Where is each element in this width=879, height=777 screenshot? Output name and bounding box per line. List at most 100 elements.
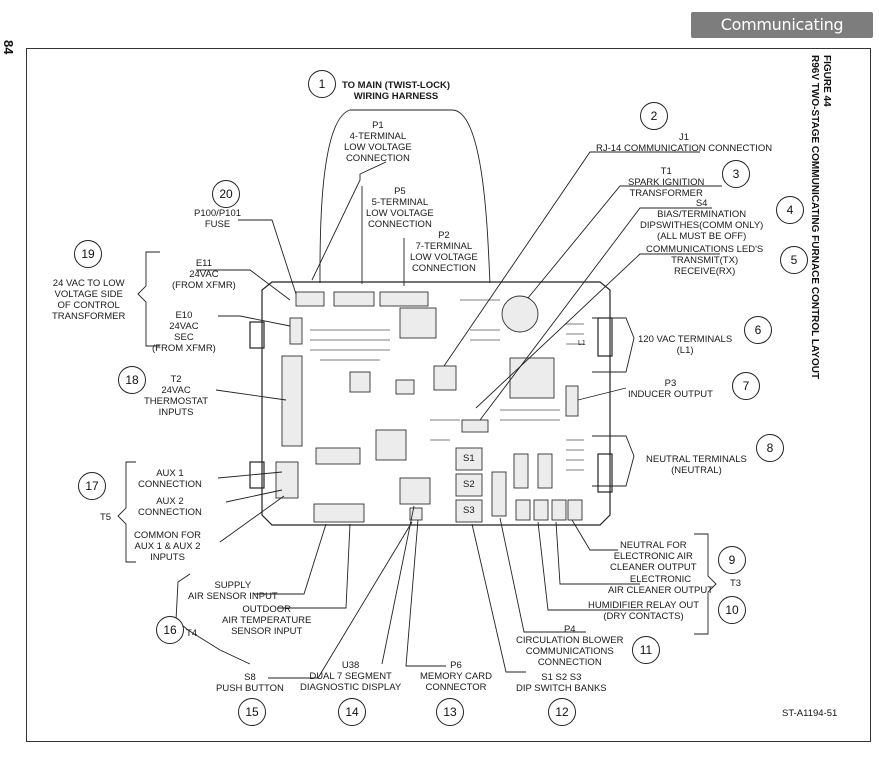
callout-number-9: 9 xyxy=(718,546,746,574)
leader-19b xyxy=(196,269,291,301)
callout-number-4: 4 xyxy=(776,196,804,224)
group-label-t4: T4 xyxy=(186,628,198,639)
leader-10b xyxy=(537,521,650,611)
callout-number-13: 13 xyxy=(436,698,464,726)
leader-13 xyxy=(405,519,446,667)
brace-t3 xyxy=(694,533,717,635)
leader-20 xyxy=(238,219,297,295)
relay xyxy=(509,357,555,399)
sensor-connector xyxy=(313,503,365,523)
leader-t1 xyxy=(527,185,722,299)
callout-number-5: 5 xyxy=(780,246,808,274)
board-label-s2: S2 xyxy=(463,479,475,490)
board-label-s3: S3 xyxy=(463,505,475,516)
t1-spark-transformer xyxy=(501,295,539,333)
section-banner: Communicating Furnace xyxy=(691,12,873,60)
callout-number-12: 12 xyxy=(548,698,576,726)
relay xyxy=(537,453,553,489)
callout-number-15: 15 xyxy=(238,698,266,726)
leader-p1 xyxy=(311,161,387,281)
leader-17b xyxy=(225,489,283,503)
drawing-id: ST-A1194-51 xyxy=(782,708,838,719)
accessory-terminal xyxy=(567,499,583,521)
board-outline xyxy=(261,281,611,526)
callout-number-3: 3 xyxy=(722,160,750,188)
leader-s4 xyxy=(479,207,712,421)
p2-connector xyxy=(379,291,429,307)
s1-dip-switch xyxy=(455,447,483,471)
relay xyxy=(399,307,437,339)
callout-number-6: 6 xyxy=(744,316,772,344)
leader-6 xyxy=(592,317,635,373)
callout-number-14: 14 xyxy=(338,698,366,726)
callout-number-7: 7 xyxy=(732,372,760,400)
callout-number-11: 11 xyxy=(632,636,660,664)
neutral-terminals xyxy=(566,439,584,471)
ic-chip xyxy=(395,379,415,395)
group-label-t5: T5 xyxy=(100,512,112,523)
leader-11 xyxy=(499,517,586,633)
fuse xyxy=(289,317,303,345)
accessory-terminal xyxy=(551,499,567,521)
callout-number-1: 1 xyxy=(308,70,336,98)
figure-frame xyxy=(26,48,871,742)
callout-number-10: 10 xyxy=(718,596,746,624)
ic-chip xyxy=(315,447,361,465)
aux-terminals xyxy=(275,461,299,499)
callout-number-8: 8 xyxy=(756,434,784,462)
leader-9 xyxy=(571,519,618,551)
leader-19c xyxy=(218,315,291,327)
board-label-s1: S1 xyxy=(463,453,475,464)
accessory-terminal xyxy=(515,499,531,521)
leader-8 xyxy=(592,435,635,487)
callout-label-6: 120 VAC TERMINALS(L1) xyxy=(638,334,733,356)
s2-dip-switch xyxy=(455,473,483,497)
leader-j1 xyxy=(443,151,700,367)
callout-number-16: 16 xyxy=(156,616,184,644)
leader-17c xyxy=(219,495,285,543)
callout-label-1: TO MAIN (TWIST-LOCK)WIRING HARNESS xyxy=(342,80,451,102)
mount-tab xyxy=(597,453,613,493)
callout-number-20: 20 xyxy=(212,180,240,208)
accessory-terminal xyxy=(533,499,549,521)
s3-dip-switch xyxy=(455,499,483,523)
leader-16b xyxy=(278,523,351,609)
callout-number-18: 18 xyxy=(118,366,146,394)
p3-inducer-connector xyxy=(565,385,579,417)
leader-18 xyxy=(215,389,287,401)
leader-12 xyxy=(471,523,526,673)
j1-rj14-jack xyxy=(433,365,457,391)
callout-number-19: 19 xyxy=(74,240,102,268)
t2-terminal-block xyxy=(281,355,303,447)
relay xyxy=(513,453,529,489)
p5-connector xyxy=(333,291,375,307)
mount-tab xyxy=(249,321,265,349)
brace-19 xyxy=(137,251,160,347)
leader-10 xyxy=(555,521,640,585)
leader-14 xyxy=(381,505,415,665)
leader-7 xyxy=(577,387,627,401)
callout-label-10b: HUMIDIFIER RELAY OUT(DRY CONTACTS) xyxy=(588,600,700,622)
callout-number-17: 17 xyxy=(78,472,106,500)
p1-connector xyxy=(295,291,325,307)
p4-connector xyxy=(491,471,507,517)
